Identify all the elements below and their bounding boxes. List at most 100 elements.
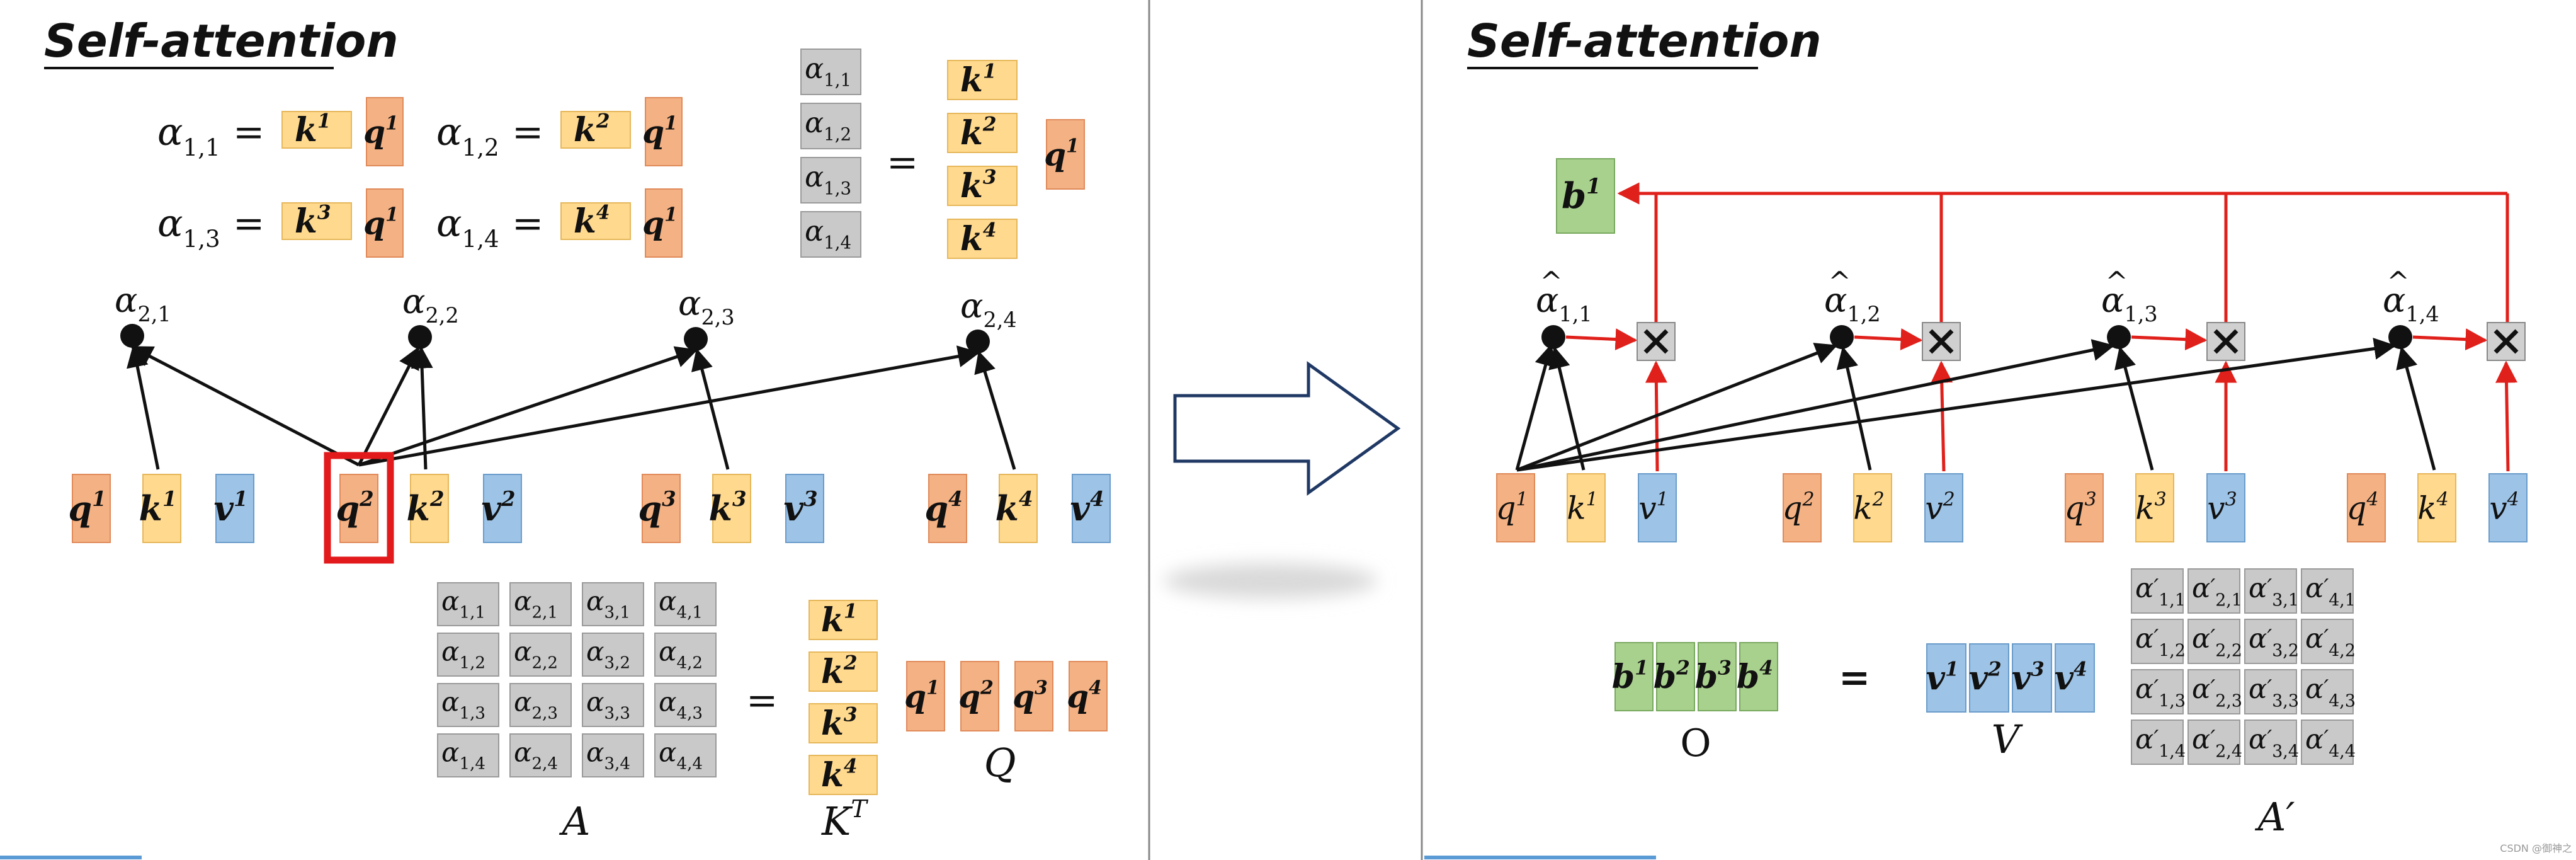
q-row-q4-label: q4 xyxy=(1067,677,1102,715)
output-row-b4: b4 xyxy=(1737,642,1778,711)
matrix-A-cell-1-4-text: α4,1 xyxy=(659,586,703,622)
matrix-A-prime-cell-1-4-text: α′4,1 xyxy=(2305,573,2356,611)
multiply-icon-1 xyxy=(1637,322,1676,361)
right-token-k3-label: k3 xyxy=(2135,489,2166,527)
output-row-b1: b1 xyxy=(1612,642,1654,711)
key-to-score-arrow-2 xyxy=(411,346,433,470)
matrix-A-cell-1-4: α4,1 xyxy=(654,582,717,626)
equation-a13-key-label: k3 xyxy=(295,201,331,241)
label-A-prime: A′ xyxy=(2255,794,2295,840)
stack-alpha-4-text: α1,4 xyxy=(805,215,851,253)
normalized-weight-label-4-hat: ^ xyxy=(2386,267,2409,298)
output-row-b3-label: b3 xyxy=(1695,656,1732,696)
matrix-A-prime-cell-2-2-text: α′2,2 xyxy=(2192,623,2242,661)
left-token-q1: q1 xyxy=(68,474,111,543)
stack-key-2: k2 xyxy=(947,113,1018,153)
query-to-score-arrow-3 xyxy=(358,346,698,467)
matrix-A-cell-1-1-text: α1,1 xyxy=(441,586,485,622)
equation-a12-query-label: q1 xyxy=(642,113,678,151)
q2-highlight-box xyxy=(324,452,394,564)
kt-column-k4-label: k4 xyxy=(821,755,858,794)
output-b1: b1 xyxy=(1556,158,1615,234)
output-row-b2-label: b2 xyxy=(1654,656,1690,696)
attention-score-node-1 xyxy=(120,324,144,348)
equation-a14-query: q1 xyxy=(642,188,683,258)
right-token-v3: v3 xyxy=(2206,473,2245,542)
blurred-shadow xyxy=(1164,563,1378,599)
right-token-k4: k4 xyxy=(2417,473,2456,542)
attention-score-node-2 xyxy=(408,325,432,349)
q-row-q1-label: q1 xyxy=(904,677,939,715)
matrix-A-cell-2-1-text: α1,2 xyxy=(441,636,485,673)
left-token-v2-label: v2 xyxy=(482,487,516,529)
matrix-A-cell-2-4: α4,2 xyxy=(654,633,717,677)
output-row-b1-label: b1 xyxy=(1612,656,1648,696)
matrix-A-cell-4-3: α3,4 xyxy=(582,733,644,777)
matrix-A-prime-cell-4-2: α′2,4 xyxy=(2187,720,2242,765)
matrix-A-prime-cell-2-2: α′2,2 xyxy=(2187,619,2242,664)
equation-a11-key: k1 xyxy=(281,110,352,149)
query-to-score-arrow-1 xyxy=(130,345,360,467)
right-token-q2-label: q2 xyxy=(1782,489,1814,527)
key-to-weight-arrow-2 xyxy=(1836,346,1872,471)
matrix-A-cell-3-1-text: α1,3 xyxy=(441,687,485,723)
equation-a14-query-label: q1 xyxy=(642,204,678,242)
equals-sign: = xyxy=(512,202,543,246)
right-token-k4-label: k4 xyxy=(2417,489,2448,527)
right-token-k2-label: k2 xyxy=(1853,489,1884,527)
matrix-A-prime-cell-3-4-text: α′4,3 xyxy=(2305,674,2356,711)
left-token-v3: v3 xyxy=(784,474,824,543)
stack-key-1: k1 xyxy=(947,60,1018,100)
left-token-q1-label: q1 xyxy=(68,487,106,529)
matrix-A-cell-4-2-text: α2,4 xyxy=(514,737,558,774)
matrix-A-cell-4-3-text: α3,4 xyxy=(586,737,630,774)
attention-score-label-1: α2,1 xyxy=(115,280,171,326)
right-slide-title: Self-attention xyxy=(1467,14,1822,67)
right-token-q3: q3 xyxy=(2064,473,2104,542)
multiply-icon-3 xyxy=(2206,322,2245,361)
equation-a11-key-label: k1 xyxy=(295,110,331,149)
matrix-A-cell-4-2: α2,4 xyxy=(509,733,572,777)
equation-a13-query: q1 xyxy=(363,188,404,258)
right-token-v2-label: v2 xyxy=(1925,489,1955,527)
left-token-q3-label: q3 xyxy=(638,487,676,529)
left-token-k2: k2 xyxy=(407,474,449,543)
matrix-A-prime-cell-2-1-text: α′1,2 xyxy=(2135,623,2186,661)
watermark: CSDN @御神之 xyxy=(2500,842,2572,854)
matrix-A-prime-cell-2-4-text: α′4,2 xyxy=(2305,623,2356,661)
right-token-q1-label: q1 xyxy=(1495,489,1528,527)
matrix-A-prime-cell-1-3-text: α′3,1 xyxy=(2249,573,2299,611)
key-to-score-arrow-3 xyxy=(691,348,730,470)
matrix-A-prime-cell-4-4: α′4,4 xyxy=(2301,720,2356,765)
left-token-v1-label: v1 xyxy=(214,487,248,529)
left-token-v1: v1 xyxy=(214,474,254,543)
query-to-weight-arrow-1 xyxy=(1515,343,1557,471)
output-row-b4-label: b4 xyxy=(1737,656,1773,696)
matrix-A-cell-4-1: α1,4 xyxy=(437,733,499,777)
value-row-v4: v4 xyxy=(2055,643,2095,713)
equation-a11-alpha: α1,1 xyxy=(157,110,220,161)
left-token-q3: q3 xyxy=(638,474,681,543)
matrix-A-prime-cell-3-2-text: α′2,3 xyxy=(2192,674,2242,711)
output-b1-label: b1 xyxy=(1562,173,1601,217)
output-row-b3: b3 xyxy=(1695,642,1737,711)
equation-a13-alpha: α1,3 xyxy=(157,202,220,253)
matrix-A-prime-cell-3-4: α′4,3 xyxy=(2301,669,2356,714)
stack-equals-sign: = xyxy=(887,140,918,185)
right-token-q4-label: q4 xyxy=(2346,489,2378,527)
matrix-equals-sign: = xyxy=(746,679,778,723)
weight-to-multiply-arrow-2 xyxy=(1854,328,1923,350)
left-token-k2-label: k2 xyxy=(407,487,445,529)
stack-alpha-2: α1,2 xyxy=(800,103,861,149)
value-to-multiply-arrow-2 xyxy=(1931,360,1953,472)
q-row-q3: q3 xyxy=(1013,661,1053,731)
matrix-A-prime-cell-1-2-text: α′2,1 xyxy=(2192,573,2242,611)
matrix-A-prime-cell-2-4: α′4,2 xyxy=(2301,619,2356,664)
stack-query-label: q1 xyxy=(1044,135,1079,173)
equation-a14-key: k4 xyxy=(560,201,631,241)
matrix-A-cell-3-2: α2,3 xyxy=(509,683,572,727)
matrix-A-prime-cell-3-3-text: α′3,3 xyxy=(2249,674,2299,711)
